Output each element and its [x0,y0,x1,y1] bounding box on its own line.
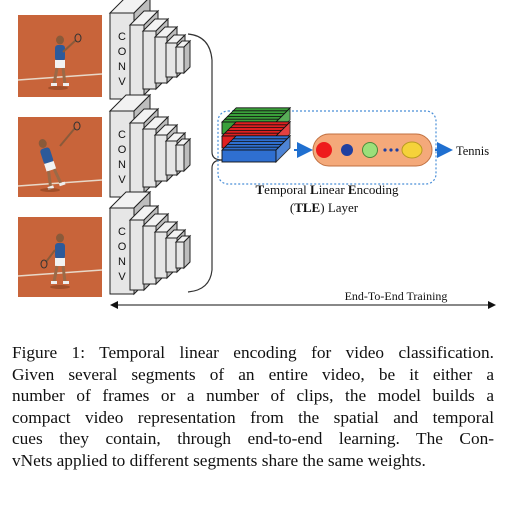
caption-line: vNets applied to different segments shar… [12,450,426,470]
tle-title: Temporal Linear Encoding [256,182,399,197]
conv-label-letter: O [118,241,127,253]
conv-label-letter: C [118,31,126,43]
feature-layer-3 [221,134,292,164]
tle-subtitle: (TLE) Layer [290,200,359,215]
classifier-node-blue [341,144,353,156]
video-frame-3 [17,217,103,297]
classifier-node-red [316,142,332,158]
video-frame-2 [17,117,103,197]
merge-brace [187,33,223,293]
caption-line: Given several segments of an entire vide… [12,364,494,384]
conv-label-letter: C [118,129,126,141]
tle-classifier [312,133,433,167]
conv-label-letter: N [118,159,126,171]
caption-line: number of frames or a number of clips, t… [12,386,494,406]
training-label: End-To-End Training [345,289,448,303]
classifier-node-yellow [401,141,423,159]
classifier-node-green [362,142,378,158]
caption-line: Figure 1: Temporal linear encoding for v… [12,343,494,362]
video-frame-1 [17,15,103,97]
tle-feature-maps [221,106,292,164]
conv-label-letter: V [118,271,126,283]
conv-label-letter: N [118,61,126,73]
conv-label-letter: N [118,256,126,268]
conv-label-letter: O [118,46,127,58]
caption-line: compact video representation from the sp… [12,407,494,427]
tle-layer-box [217,110,437,185]
conv-label-letter: V [118,76,126,88]
conv-label-letter: O [118,144,127,156]
output-label: Tennis [456,144,489,158]
conv-label-letter: C [118,226,126,238]
caption-line: cues they contain, through end-to-end le… [12,429,494,449]
figure-caption: Figure 1: Temporal linear encoding for v… [12,342,494,472]
conv-label-letter: V [118,174,126,186]
